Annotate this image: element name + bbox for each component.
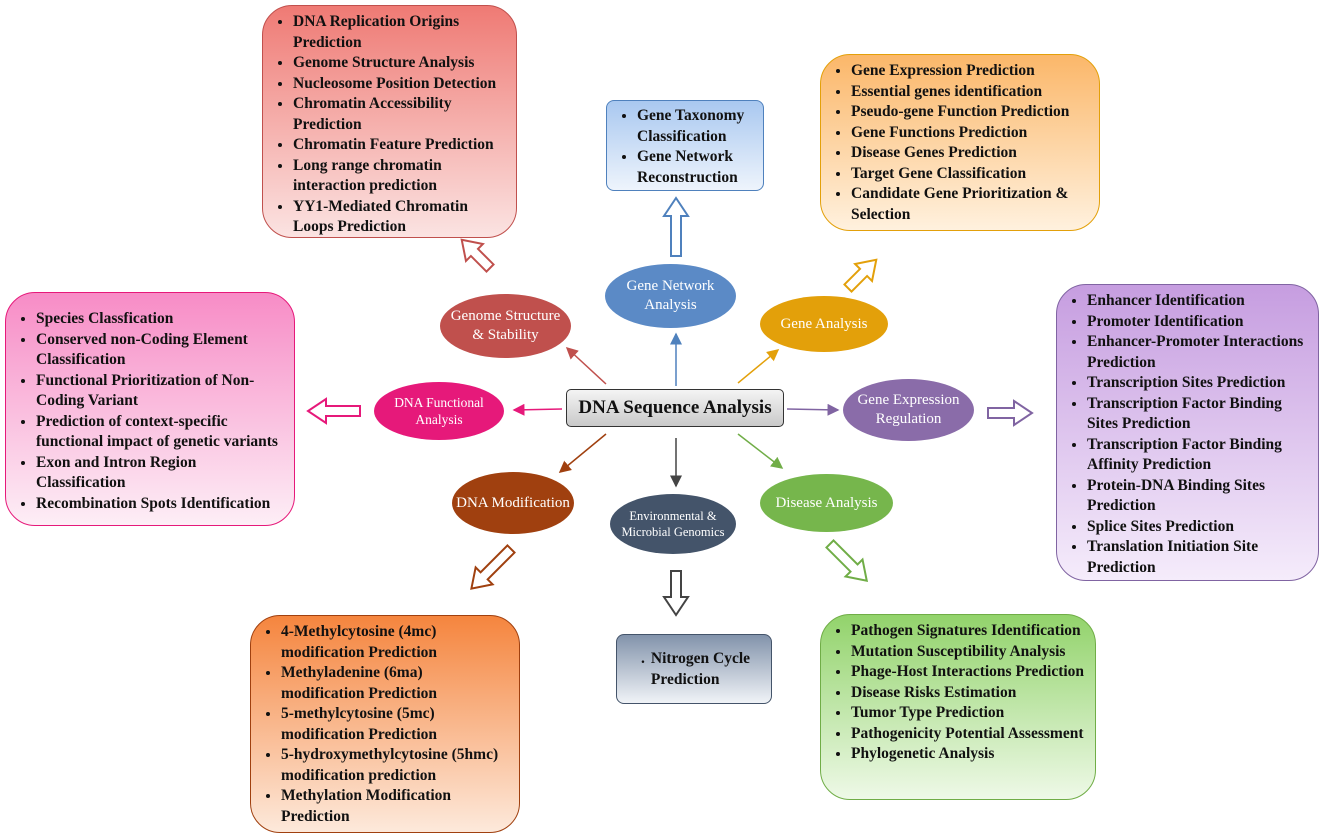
list-item: Pathogenicity Potential Assessment (851, 724, 1085, 745)
center-label: DNA Sequence Analysis (578, 397, 772, 418)
list-item: Prediction of context-specific functiona… (36, 412, 284, 453)
environmental-bullet: . (641, 650, 645, 667)
list-item: Enhancer Identification (1087, 291, 1308, 312)
box-dna-functional: Species ClassficationConserved non-Codin… (5, 292, 295, 526)
oval-dna-functional: DNA Functional Analysis (374, 382, 504, 440)
block-arrow-dna-modification (470, 544, 516, 590)
list-gene-expression: Enhancer IdentificationPromoter Identifi… (1071, 291, 1308, 578)
list-item: DNA Replication Origins Prediction (293, 12, 506, 53)
oval-gene-network: Gene Network Analysis (605, 264, 736, 328)
oval-gene-analysis: Gene Analysis (760, 296, 888, 352)
block-arrow-environmental (662, 570, 690, 617)
oval-dna-functional-label: DNA Functional Analysis (394, 395, 484, 427)
list-item: Chromatin Accessibility Prediction (293, 94, 506, 135)
list-item: 5-methylcytosine (5mc) modification Pred… (281, 704, 509, 745)
list-item: Transcription Factor Binding Affinity Pr… (1087, 435, 1308, 476)
list-item: Chromatin Feature Prediction (293, 135, 506, 156)
block-arrow-gene-expression (987, 399, 1034, 427)
arrow-dna-modification (558, 433, 607, 473)
arrow-dna-functional (512, 403, 563, 416)
list-item: Methyladenine (6ma) modification Predict… (281, 663, 509, 704)
environmental-item: Nitrogen Cycle Prediction (650, 650, 751, 688)
list-item: Exon and Intron Region Classification (36, 453, 284, 494)
list-item: Enhancer-Promoter Interactions Predictio… (1087, 332, 1308, 373)
box-dna-modification: 4-Methylcytosine (4mc) modification Pred… (250, 615, 520, 833)
list-item: Mutation Susceptibility Analysis (851, 642, 1085, 663)
oval-environmental: Environmental & Microbial Genomics (610, 494, 736, 554)
list-environmental: . Nitrogen Cycle Prediction (641, 649, 763, 690)
block-arrow-gene-network (662, 196, 690, 257)
block-arrow-genome-structure (460, 238, 495, 273)
block-arrow-gene-analysis (843, 258, 878, 293)
oval-gene-expression-label: Gene Expression Regulation (857, 392, 960, 427)
list-item: Promoter Identification (1087, 312, 1308, 333)
list-item: Phylogenetic Analysis (851, 744, 1085, 765)
list-item: Gene Expression Prediction (851, 61, 1089, 82)
list-item: Gene Taxonomy Classification (637, 106, 753, 147)
list-item: Species Classfication (36, 309, 284, 330)
list-item: Gene Network Reconstruction (637, 147, 753, 188)
list-item: Recombination Spots Identification (36, 494, 284, 515)
list-item: Candidate Gene Prioritization & Selectio… (851, 184, 1089, 225)
oval-disease-label: Disease Analysis (775, 494, 878, 511)
list-item: Transcription Factor Binding Sites Predi… (1087, 394, 1308, 435)
box-gene-expression: Enhancer IdentificationPromoter Identifi… (1056, 284, 1319, 581)
list-item: Nucleosome Position Detection (293, 74, 506, 95)
arrow-gene-analysis (737, 349, 780, 384)
arrow-gene-expression (786, 403, 840, 416)
center-node: DNA Sequence Analysis (566, 389, 784, 427)
list-gene-network: Gene Taxonomy ClassificationGene Network… (621, 106, 753, 188)
list-item: Conserved non-Coding Element Classificat… (36, 330, 284, 371)
list-item: Translation Initiation Site Prediction (1087, 537, 1308, 578)
block-arrow-dna-functional (306, 397, 361, 425)
oval-disease: Disease Analysis (760, 474, 893, 532)
list-item: Functional Prioritization of Non-Coding … (36, 371, 284, 412)
oval-dna-modification-label: DNA Modification (456, 494, 570, 511)
box-disease: Pathogen Signatures IdentificationMutati… (820, 614, 1096, 800)
box-gene-network: Gene Taxonomy ClassificationGene Network… (606, 100, 764, 191)
list-item: 5-hydroxymethylcytosine (5hmc) modificat… (281, 745, 509, 786)
list-item: 4-Methylcytosine (4mc) modification Pred… (281, 622, 509, 663)
oval-gene-analysis-label: Gene Analysis (780, 315, 868, 332)
list-item: Long range chromatin interaction predict… (293, 156, 506, 197)
list-item: Genome Structure Analysis (293, 53, 506, 74)
list-item: Gene Functions Prediction (851, 123, 1089, 144)
list-item: Splice Sites Prediction (1087, 517, 1308, 538)
list-genome-structure: DNA Replication Origins PredictionGenome… (277, 12, 506, 238)
oval-gene-expression: Gene Expression Regulation (843, 379, 974, 441)
list-dna-modification: 4-Methylcytosine (4mc) modification Pred… (265, 622, 509, 827)
list-item: Essential genes identification (851, 82, 1089, 103)
oval-environmental-label: Environmental & Microbial Genomics (621, 509, 725, 539)
oval-genome-structure: Genome Structure & Stability (440, 294, 571, 358)
list-item: Methylation Modification Prediction (281, 786, 509, 827)
box-genome-structure: DNA Replication Origins PredictionGenome… (262, 5, 517, 238)
arrow-genome-structure (565, 346, 607, 385)
list-item: Disease Risks Estimation (851, 683, 1085, 704)
list-item: YY1-Mediated Chromatin Loops Prediction (293, 197, 506, 238)
list-disease: Pathogen Signatures IdentificationMutati… (835, 621, 1085, 765)
list-item: Transcription Sites Prediction (1087, 373, 1308, 394)
box-gene-analysis: Gene Expression PredictionEssential gene… (820, 54, 1100, 231)
list-item: Pathogen Signatures Identification (851, 621, 1085, 642)
arrow-disease (737, 433, 784, 469)
list-item: Tumor Type Prediction (851, 703, 1085, 724)
box-environmental: . Nitrogen Cycle Prediction (616, 634, 772, 704)
block-arrow-disease (825, 539, 869, 583)
list-gene-analysis: Gene Expression PredictionEssential gene… (835, 61, 1089, 225)
list-item: Pseudo-gene Function Prediction (851, 102, 1089, 123)
oval-dna-modification: DNA Modification (452, 472, 574, 534)
oval-gene-network-label: Gene Network Analysis (626, 278, 715, 313)
list-dna-functional: Species ClassficationConserved non-Codin… (20, 309, 284, 514)
list-item: Phage-Host Interactions Prediction (851, 662, 1085, 683)
list-item: Protein-DNA Binding Sites Prediction (1087, 476, 1308, 517)
oval-genome-structure-label: Genome Structure & Stability (450, 308, 561, 343)
list-item: Target Gene Classification (851, 164, 1089, 185)
list-item: Disease Genes Prediction (851, 143, 1089, 164)
